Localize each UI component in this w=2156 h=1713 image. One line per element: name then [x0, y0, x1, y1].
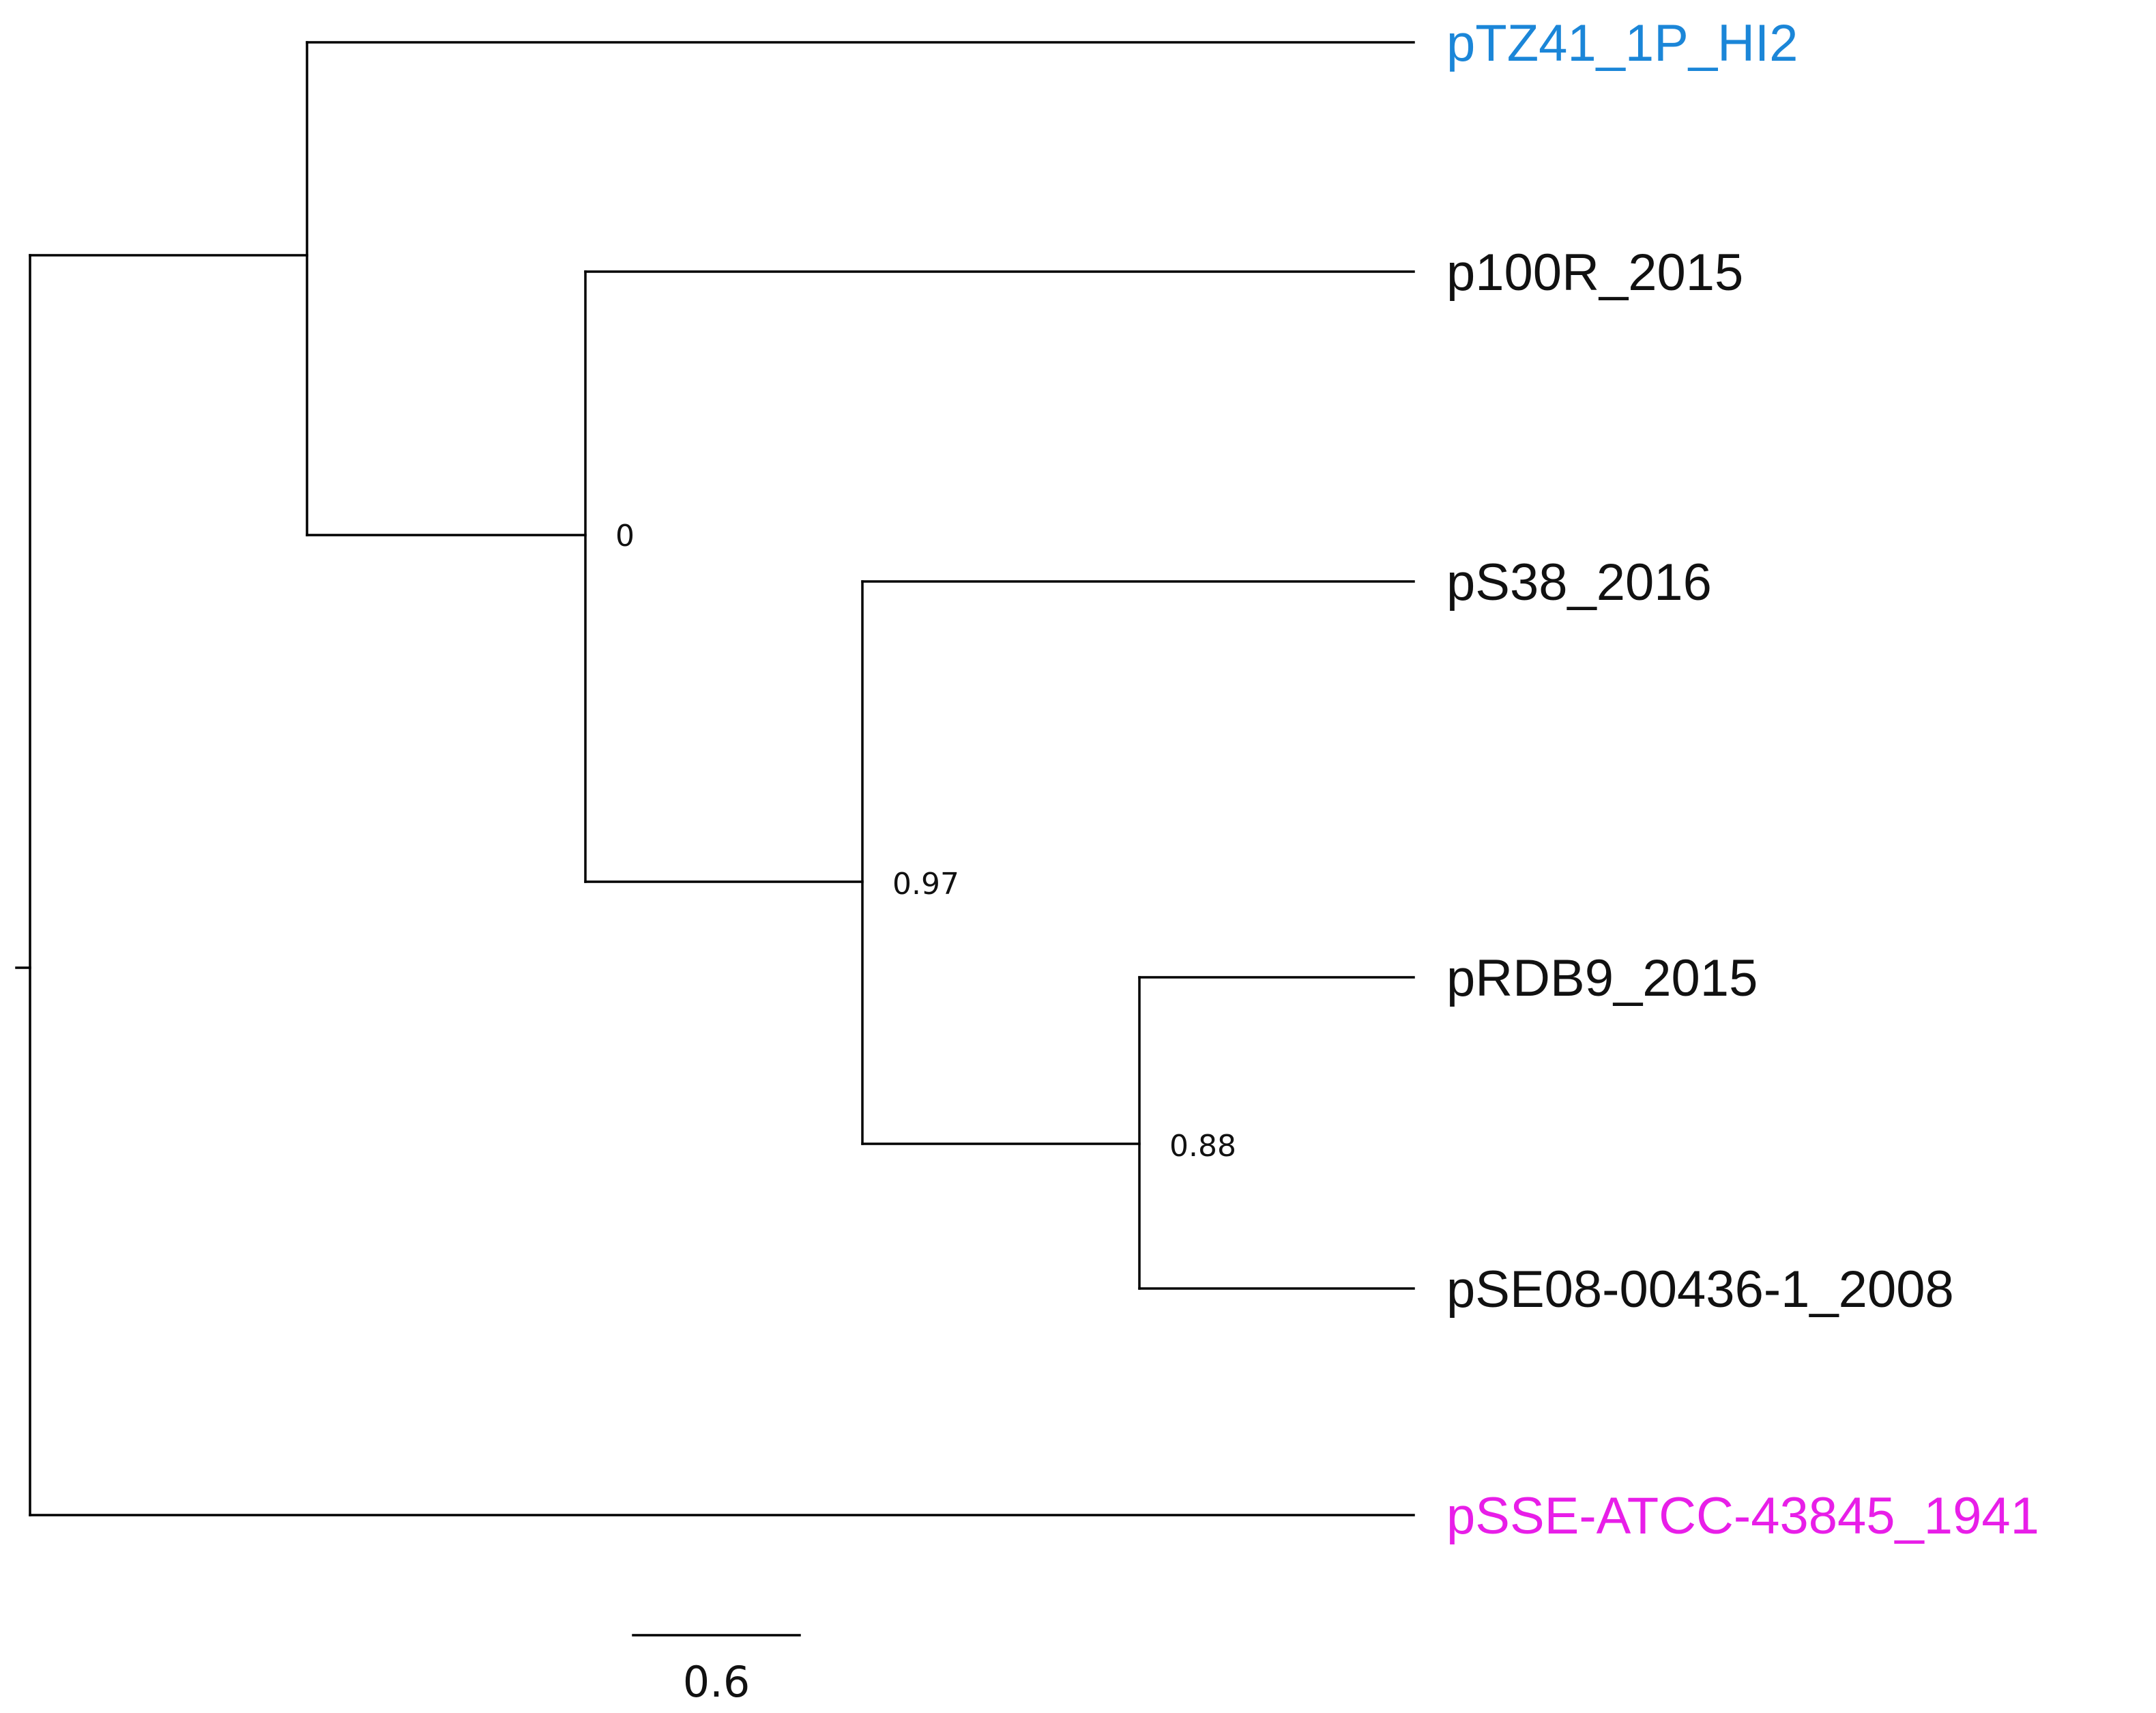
- support-value: 0.88: [1169, 1129, 1236, 1164]
- tip-label: pSE08-00436-1_2008: [1446, 1261, 1954, 1319]
- tip-label: pS38_2016: [1446, 553, 1712, 611]
- support-value: 0.97: [892, 867, 959, 902]
- support-value: 0: [615, 519, 635, 553]
- scale-bar-label: 0.6: [683, 1657, 751, 1707]
- tip-label: pTZ41_1P_HI2: [1446, 14, 1798, 72]
- tip-label: pSSE-ATCC-43845_1941: [1446, 1487, 2039, 1545]
- tip-label: pRDB9_2015: [1446, 949, 1758, 1007]
- tip-label: p100R_2015: [1446, 244, 1743, 302]
